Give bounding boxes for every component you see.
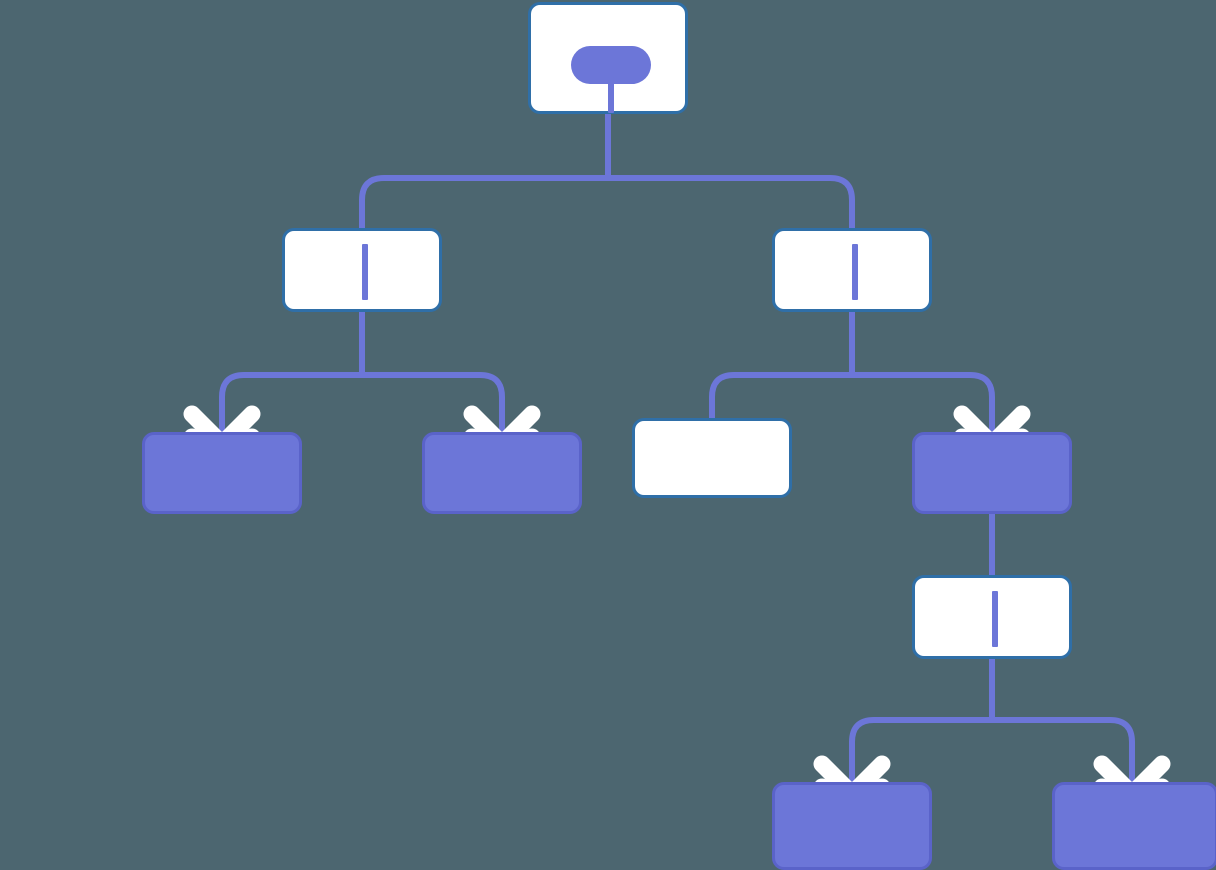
edge-root-to-level1-right xyxy=(608,175,855,228)
level2-leaf-b-node[interactable] xyxy=(422,432,582,514)
level2-leaf-a-node[interactable] xyxy=(142,432,302,514)
level1-left-inner-line-icon xyxy=(362,244,368,300)
edge-level1-left-to-leaf-a xyxy=(219,372,362,438)
root-stem-icon xyxy=(608,77,614,113)
level1-right-inner-line-icon xyxy=(852,244,858,300)
edge-level1-left-to-leaf-b xyxy=(362,372,505,438)
edge-level1-right-to-leaf-c xyxy=(709,372,852,418)
level2-leaf-c-node[interactable] xyxy=(632,418,792,498)
root-node[interactable] xyxy=(528,2,688,114)
level1-right-node[interactable] xyxy=(772,228,932,312)
edge-level3-to-leaf-a xyxy=(849,717,992,788)
level4-leaf-a-node[interactable] xyxy=(772,782,932,870)
edge-level1-right-to-branch-d xyxy=(852,372,995,438)
edge-root-to-level1-left xyxy=(359,175,608,228)
level1-left-node[interactable] xyxy=(282,228,442,312)
level3-inner-line-icon xyxy=(992,591,998,647)
level3-node[interactable] xyxy=(912,575,1072,659)
edge-level3-to-leaf-b xyxy=(992,717,1135,788)
level2-branch-d-node[interactable] xyxy=(912,432,1072,514)
level4-leaf-b-node[interactable] xyxy=(1052,782,1216,870)
